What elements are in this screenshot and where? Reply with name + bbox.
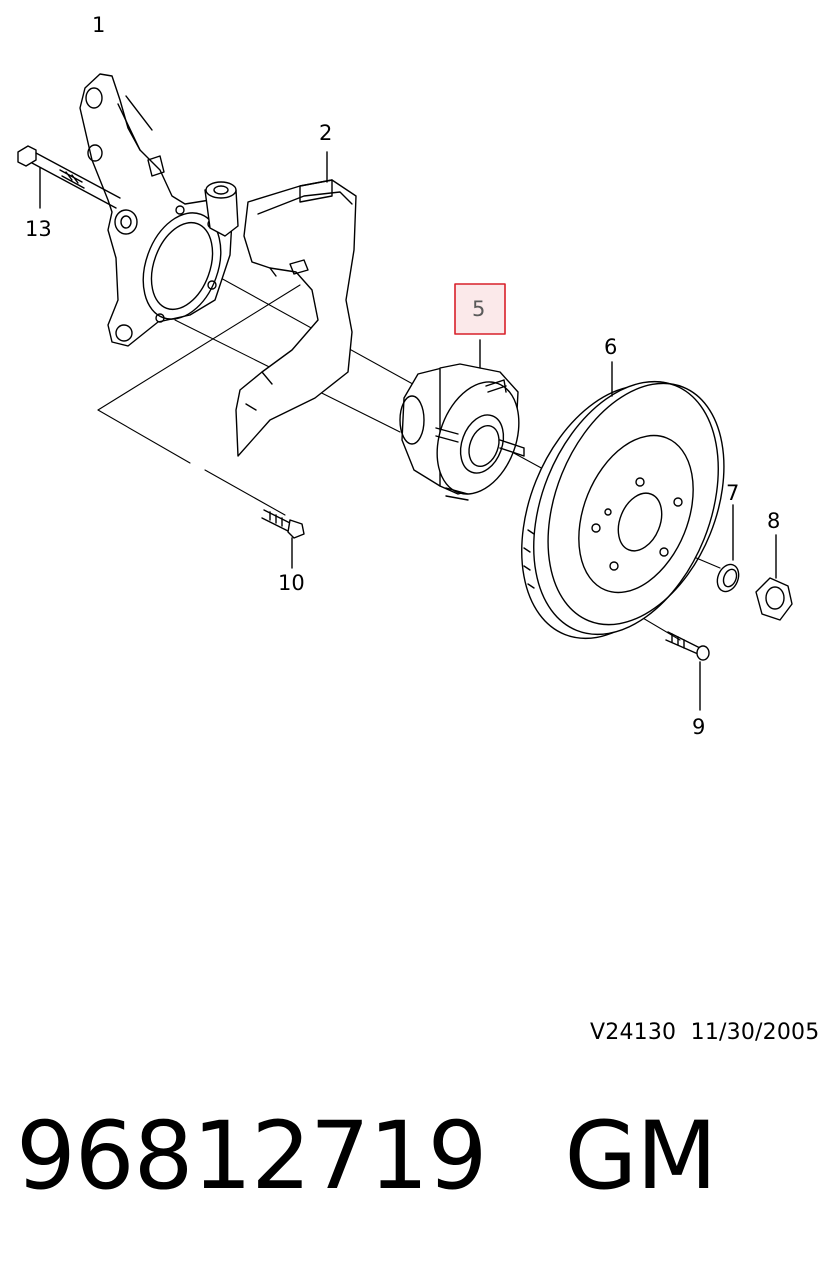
- callout-5-highlight-box: [454, 283, 506, 335]
- hex-nut: [755, 534, 793, 621]
- part-number: 96812719: [16, 1102, 487, 1211]
- part-brand: GM: [564, 1102, 717, 1211]
- brake-rotor: [521, 361, 725, 640]
- callout-8: 8: [767, 509, 780, 533]
- diagram-reference-code: V24130 11/30/2005: [590, 1020, 820, 1045]
- splash-shield: [235, 151, 357, 457]
- hub-bearing: [399, 339, 525, 501]
- callout-1: 1: [92, 13, 105, 37]
- callout-labels: 1 2 5 6 7 8 9 10 13: [25, 13, 780, 739]
- callout-10: 10: [278, 571, 305, 595]
- callout-6: 6: [604, 335, 617, 359]
- callout-5: 5: [472, 297, 485, 321]
- exploded-parts-diagram: 1 2 5 6 7 8 9 10 13: [17, 13, 793, 739]
- washer: [716, 504, 740, 593]
- callout-9: 9: [692, 715, 705, 739]
- steering-knuckle: [79, 73, 239, 347]
- callout-13: 13: [25, 217, 52, 241]
- rotor-screw: [665, 631, 710, 711]
- long-bolt: [17, 145, 121, 209]
- shield-screw: [261, 509, 305, 569]
- callout-2: 2: [319, 121, 332, 145]
- callout-7: 7: [726, 481, 739, 505]
